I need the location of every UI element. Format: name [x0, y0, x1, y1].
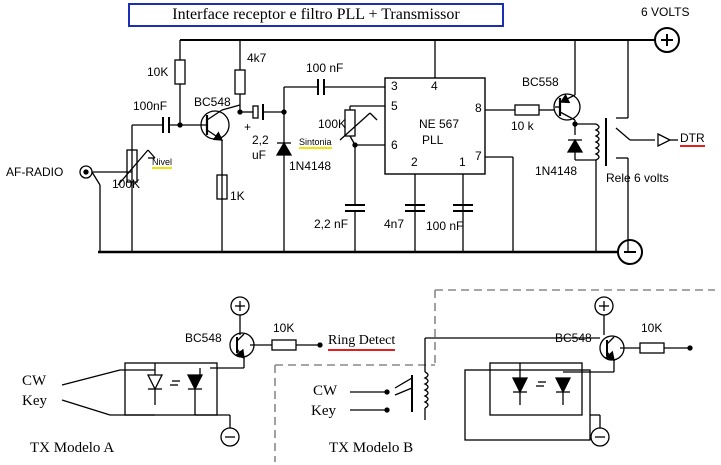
tx-b-resistor [639, 342, 693, 354]
tx-a-transistor [210, 332, 272, 369]
relay-diode [566, 123, 596, 161]
pin7-label: 7 [475, 149, 482, 163]
relay-coil [594, 118, 607, 252]
tx-b-minus-terminal [590, 414, 610, 447]
input-cap-label: 100nF [133, 99, 168, 113]
tx-b-cw-switch [350, 375, 413, 413]
pin2-cap-label: 4n7 [384, 217, 405, 231]
tx-a-name-label: TX Modelo A [30, 440, 115, 456]
sintonia-potentiometer [339, 105, 385, 205]
coupling-cap-plus-label: + [244, 120, 252, 134]
dtr-label: DTR [680, 131, 705, 147]
relay-label: Rele 6 volts [606, 171, 669, 185]
collector-resistor [234, 40, 252, 115]
tx-b-transistor [599, 335, 640, 372]
pin1-cap-label: 100 nF [426, 219, 464, 233]
tx-b-cw-label: CW [313, 383, 338, 399]
nivel-potentiometer [117, 125, 156, 252]
tx-b-transistor-label: BC548 [555, 331, 592, 345]
tx-a-optocoupler [124, 362, 218, 416]
timing-cap-label: 2,2 nF [314, 217, 349, 231]
output-resistor-label: 10 k [511, 119, 534, 133]
sintonia-name-label: Sintonia [299, 137, 332, 149]
supply-voltage-label: 6 VOLTS [641, 5, 690, 19]
bias-resistor-label: 10K [147, 65, 169, 79]
coupling-capacitor [252, 104, 287, 120]
dashed-separator [274, 289, 715, 462]
emitter-resistor-label: 1K [230, 189, 245, 203]
q1-transistor [200, 104, 241, 252]
diode-1-label: 1N4148 [289, 159, 332, 173]
ic-name-label: NE 567 [419, 117, 460, 131]
pin2-label: 2 [411, 155, 418, 169]
pin3-cap-label: 100 nF [306, 61, 344, 75]
ne567-ic [384, 40, 514, 252]
tx-a-cw-wires [61, 369, 155, 416]
nivel-name-label: Nivel [152, 157, 173, 169]
ground-rail [98, 239, 643, 265]
pin3-label: 3 [391, 79, 398, 93]
tx-b-optocoupler [464, 362, 614, 441]
tx-b-relay-coil [423, 337, 600, 420]
pin3-capacitor [283, 79, 385, 112]
q2-label: BC558 [522, 75, 559, 89]
tx-b-key-label: Key [311, 403, 336, 419]
collector-resistor-label: 4k7 [247, 51, 267, 65]
pin2-capacitor [405, 204, 425, 212]
q2-transistor [553, 40, 581, 127]
tx-a-plus-terminal [230, 296, 250, 335]
tx-b-plus-terminal [594, 296, 614, 335]
af-radio-label: AF-RADIO [6, 165, 64, 179]
tx-a-minus-terminal [194, 405, 240, 447]
tx-a-cw-label: CW [22, 373, 47, 389]
output-resistor [485, 104, 555, 116]
diagram-title: Interface receptor e filtro PLL + Transm… [128, 3, 504, 27]
pin5-label: 5 [391, 99, 398, 113]
tx-a-key-label: Key [22, 393, 47, 409]
sintonia-value-label: 100K [318, 117, 347, 131]
relay-contacts [615, 40, 678, 252]
nivel-value-label: 100K [112, 177, 141, 191]
diode-1 [275, 112, 293, 252]
tx-b-name-label: TX Modelo B [329, 440, 414, 456]
pin4-label: 4 [431, 79, 438, 93]
bias-resistor [174, 40, 186, 128]
emitter-resistor [216, 174, 228, 200]
af-input-jack [79, 165, 132, 252]
tx-a-transistor-label: BC548 [185, 331, 222, 345]
timing-capacitor [345, 204, 365, 252]
pin1-capacitor [453, 204, 473, 212]
coupling-cap-value-a: 2,2 [252, 133, 269, 147]
tx-b-resistor-label: 10K [641, 321, 663, 335]
tx-a-resistor [271, 339, 323, 351]
pin1-label: 1 [459, 155, 466, 169]
ring-detect-label: Ring Detect [328, 334, 396, 351]
q1-label: BC548 [194, 95, 231, 109]
coupling-cap-value-b: uF [252, 148, 267, 162]
input-capacitor [132, 117, 205, 133]
diode-2-label: 1N4148 [535, 164, 578, 178]
ic-sub-label: PLL [422, 133, 444, 147]
positive-rail [180, 27, 680, 53]
tx-a-resistor-label: 10K [273, 321, 295, 335]
pin8-label: 8 [475, 101, 482, 115]
pin6-label: 6 [391, 138, 398, 152]
